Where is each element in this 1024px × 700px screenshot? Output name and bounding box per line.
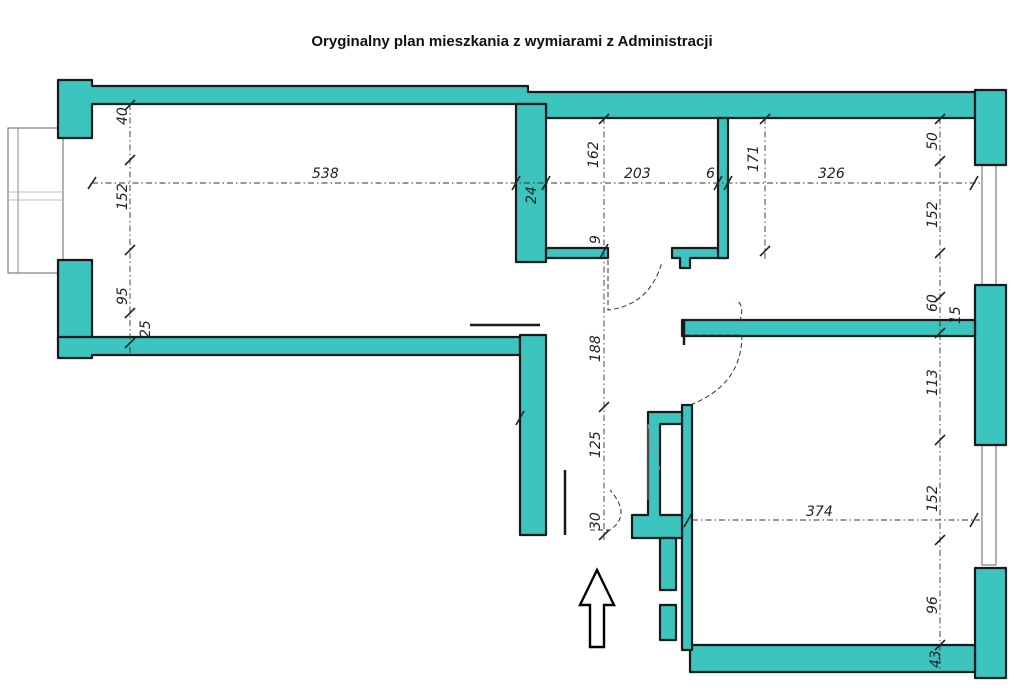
bathroom-block [630,410,684,540]
dim-188: 188 [588,335,604,362]
dim-6: 6 [706,166,715,182]
partition-left-small [514,102,548,264]
dim-538: 538 [312,166,339,182]
dim-25: 25 [138,320,154,338]
dim-152-left: 152 [115,183,131,210]
dimension-labels: 538 40 152 95 25 162 203 6 24 9 188 125 … [115,107,964,668]
lower-right-left-wall [680,403,694,652]
partition-right-rooms [680,318,977,338]
plan-title: Oryginalny plan mieszkania z wymiarami z… [311,33,713,50]
dim-50: 50 [925,132,941,150]
bottom-wall [688,643,977,674]
inner-walls [514,102,977,652]
dim-152-right-top: 152 [925,201,941,228]
dim-60: 60 [925,294,941,312]
dim-24: 24 [524,186,540,204]
bathroom-lower-a [658,536,678,592]
dim-326: 326 [818,166,845,182]
corridor-left-wall [518,333,548,537]
balcony-window [7,127,64,274]
arrow-up-icon [578,567,616,649]
door-right-upper [690,299,743,321]
dimension-ticks [87,99,979,651]
dim-374: 374 [806,504,833,520]
dim-171: 171 [746,145,762,172]
door-small-room [607,260,663,311]
door-right-lower [686,334,743,406]
right-wall-top [973,88,1008,167]
right-wall-bottom [973,566,1008,680]
outer-walls [56,78,1008,680]
top-wall [56,78,977,140]
small-room-bottom-left [544,246,610,260]
right-wall-middle [973,283,1008,447]
dim-40: 40 [115,107,131,125]
dim-96: 96 [925,596,941,614]
dim-125: 125 [588,431,604,458]
door-entrance [590,489,622,531]
dimension-lines [92,104,980,672]
dim-95: 95 [115,287,131,305]
left-wall-lower [56,258,94,342]
left-room-bottom-wall [56,335,522,360]
dim-9: 9 [588,235,604,244]
partition-small-right [716,116,730,260]
dim-203: 203 [624,166,651,182]
dim-152-right-bottom: 152 [925,485,941,512]
dim-30: 30 [588,512,604,530]
thin-lines [470,320,686,535]
dim-43: 43 [928,650,944,668]
dim-113: 113 [925,369,941,396]
door-swings [590,260,743,531]
dim-15: 15 [948,306,964,324]
bathroom-lower-b [658,603,678,642]
dim-162: 162 [586,141,602,168]
